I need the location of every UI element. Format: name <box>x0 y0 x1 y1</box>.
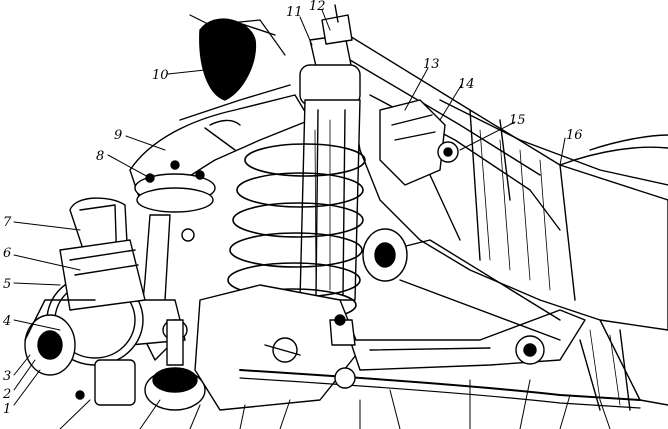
callout-13: 13 <box>423 57 440 72</box>
callout-2: 2 <box>2 387 11 402</box>
callout-11: 11 <box>286 5 303 20</box>
callout-6: 6 <box>3 246 11 261</box>
callout-12: 12 <box>309 0 326 14</box>
callout-labels: 1 2 3 4 5 6 7 8 9 10 11 12 13 14 15 16 <box>2 0 583 417</box>
callout-7: 7 <box>3 215 12 230</box>
callout-4: 4 <box>2 314 11 329</box>
hub-brake-assembly <box>24 197 146 406</box>
callout-10: 10 <box>152 68 169 83</box>
stabilizer-bar <box>239 337 641 409</box>
callout-1: 1 <box>3 402 11 417</box>
lower-ball-joint <box>144 319 206 411</box>
strut-upper-bracket <box>379 99 459 186</box>
callout-8: 8 <box>96 149 104 164</box>
callout-3: 3 <box>3 369 11 384</box>
leader-lines <box>13 9 611 429</box>
callout-14: 14 <box>458 77 475 92</box>
callout-9: 9 <box>114 128 122 143</box>
shading-strokes <box>314 119 621 406</box>
callout-15: 15 <box>509 113 526 128</box>
callout-5: 5 <box>3 277 11 292</box>
bump-stop <box>189 14 286 101</box>
callout-16: 16 <box>566 128 583 143</box>
upper-control-arm <box>129 84 311 213</box>
